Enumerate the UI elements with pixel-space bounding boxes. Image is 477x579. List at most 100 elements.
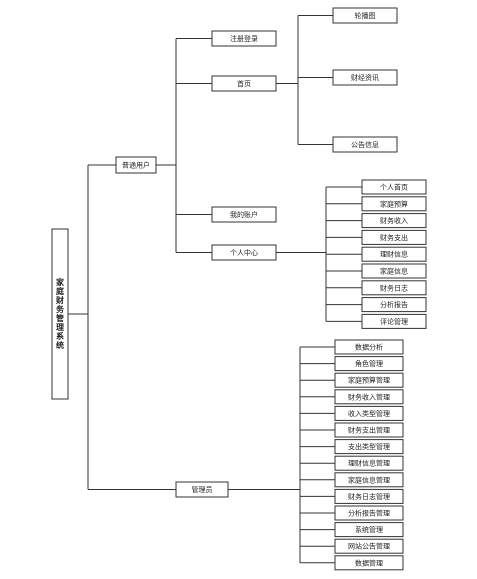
node-personal-item-label: 理财信息 — [380, 250, 408, 259]
node-home-item-label: 公告信息 — [351, 140, 379, 149]
node-admin-item: 支出类型管理 — [334, 439, 404, 455]
node-admin-item-label: 理财信息管理 — [348, 459, 390, 468]
node-user: 普通用户 — [115, 156, 157, 174]
node-admin-item-box — [334, 538, 404, 554]
node-admin-item: 理财信息管理 — [334, 455, 404, 471]
node-home-item-label: 财经资讯 — [351, 73, 379, 82]
node-admin-item-box — [334, 522, 404, 538]
node-personal-item-label: 财务收入 — [380, 216, 408, 225]
node-register-box — [211, 30, 277, 47]
node-admin-item-label: 收入类型管理 — [348, 409, 390, 418]
node-admin-box — [175, 481, 229, 498]
node-personal-item-label: 个人首页 — [380, 183, 408, 192]
node-personal-item-label: 评论管理 — [380, 317, 408, 326]
root-node: 家庭财务管理系统 — [51, 228, 69, 400]
node-admin-item-label: 家庭信息管理 — [348, 475, 390, 484]
node-personal-item-box — [361, 280, 427, 296]
diagram-connectors — [68, 15, 362, 564]
node-admin-item: 数据管理 — [334, 555, 404, 571]
node-personal-item: 理财信息 — [361, 246, 427, 262]
root-node-box — [51, 228, 69, 400]
node-personal-item: 评论管理 — [361, 313, 427, 329]
node-admin-item-label: 数据管理 — [355, 558, 383, 567]
node-admin-label: 管理员 — [192, 485, 213, 494]
node-admin-item-label: 数据分析 — [355, 343, 383, 352]
node-personal-center-box — [211, 244, 277, 261]
node-personal-item: 财务收入 — [361, 213, 427, 229]
node-admin-item-box — [334, 405, 404, 421]
node-home-item-box — [332, 136, 398, 153]
node-user-label: 普通用户 — [122, 161, 150, 170]
node-admin-item-box — [334, 472, 404, 488]
node-my-account-label: 我的账户 — [230, 210, 258, 219]
node-admin-item-label: 分析报告管理 — [348, 509, 390, 518]
node-personal-item-box — [361, 229, 427, 245]
node-admin-item: 网站公告管理 — [334, 538, 404, 554]
node-personal-item-label: 家庭预算 — [380, 199, 408, 208]
node-personal-item: 家庭预算 — [361, 196, 427, 212]
node-register-label: 注册登录 — [230, 34, 258, 43]
node-admin-item-box — [334, 356, 404, 372]
node-personal-item-box — [361, 196, 427, 212]
node-personal-item: 分析报告 — [361, 297, 427, 313]
node-home: 首页 — [211, 75, 277, 92]
node-admin-item-label: 支出类型管理 — [348, 442, 390, 451]
node-admin-item: 财务支出管理 — [334, 422, 404, 438]
node-admin-item-label: 财务支出管理 — [348, 426, 390, 435]
node-admin-item: 财务日志管理 — [334, 488, 404, 504]
node-home-box — [211, 75, 277, 92]
node-admin-item: 家庭信息管理 — [334, 472, 404, 488]
node-personal-center-label: 个人中心 — [230, 248, 258, 257]
node-admin-item-box — [334, 455, 404, 471]
node-personal-item: 家庭信息 — [361, 263, 427, 279]
node-admin-item: 分析报告管理 — [334, 505, 404, 521]
node-admin-item-label: 财务收入管理 — [348, 392, 390, 401]
node-admin-item-box — [334, 422, 404, 438]
node-admin-item-box — [334, 372, 404, 388]
node-home-item: 公告信息 — [332, 136, 398, 153]
node-my-account-box — [211, 206, 277, 223]
node-admin-item: 系统管理 — [334, 522, 404, 538]
node-home-item-box — [332, 7, 398, 24]
node-personal-item: 财务日志 — [361, 280, 427, 296]
node-admin-item-label: 系统管理 — [355, 525, 383, 534]
node-admin-item-label: 家庭预算管理 — [348, 376, 390, 385]
node-home-item: 财经资讯 — [332, 69, 398, 86]
node-admin-item-box — [334, 505, 404, 521]
node-personal-item: 财务支出 — [361, 229, 427, 245]
node-home-item-box — [332, 69, 398, 86]
node-home-item-label: 轮播图 — [355, 11, 376, 20]
node-admin-item: 家庭预算管理 — [334, 372, 404, 388]
node-admin-item-label: 网站公告管理 — [348, 542, 390, 551]
node-admin-item: 财务收入管理 — [334, 389, 404, 405]
node-admin-item-box — [334, 439, 404, 455]
node-personal-item-box — [361, 313, 427, 329]
node-personal-item-box — [361, 263, 427, 279]
node-personal-item-box — [361, 297, 427, 313]
node-personal-center: 个人中心 — [211, 244, 277, 261]
node-personal-item-box — [361, 179, 427, 195]
node-admin-item-box — [334, 555, 404, 571]
node-user-box — [115, 156, 157, 174]
node-admin-item-box — [334, 339, 404, 355]
node-admin-item-box — [334, 488, 404, 504]
root-node-label: 家庭财务管理系统 — [55, 277, 65, 350]
node-personal-item-label: 家庭信息 — [380, 267, 408, 276]
node-personal-item-label: 财务日志 — [380, 283, 408, 292]
node-home-item: 轮播图 — [332, 7, 398, 24]
node-admin-item-label: 财务日志管理 — [348, 492, 390, 501]
node-admin-item-box — [334, 389, 404, 405]
node-personal-item-label: 分析报告 — [380, 300, 408, 309]
node-personal-item-box — [361, 246, 427, 262]
node-personal-item-box — [361, 213, 427, 229]
node-admin: 管理员 — [175, 481, 229, 498]
node-admin-item-label: 角色管理 — [355, 359, 383, 368]
node-home-label: 首页 — [237, 79, 251, 88]
node-admin-item: 收入类型管理 — [334, 405, 404, 421]
node-my-account: 我的账户 — [211, 206, 277, 223]
node-register: 注册登录 — [211, 30, 277, 47]
node-personal-item-label: 财务支出 — [380, 233, 408, 242]
node-admin-item: 角色管理 — [334, 356, 404, 372]
